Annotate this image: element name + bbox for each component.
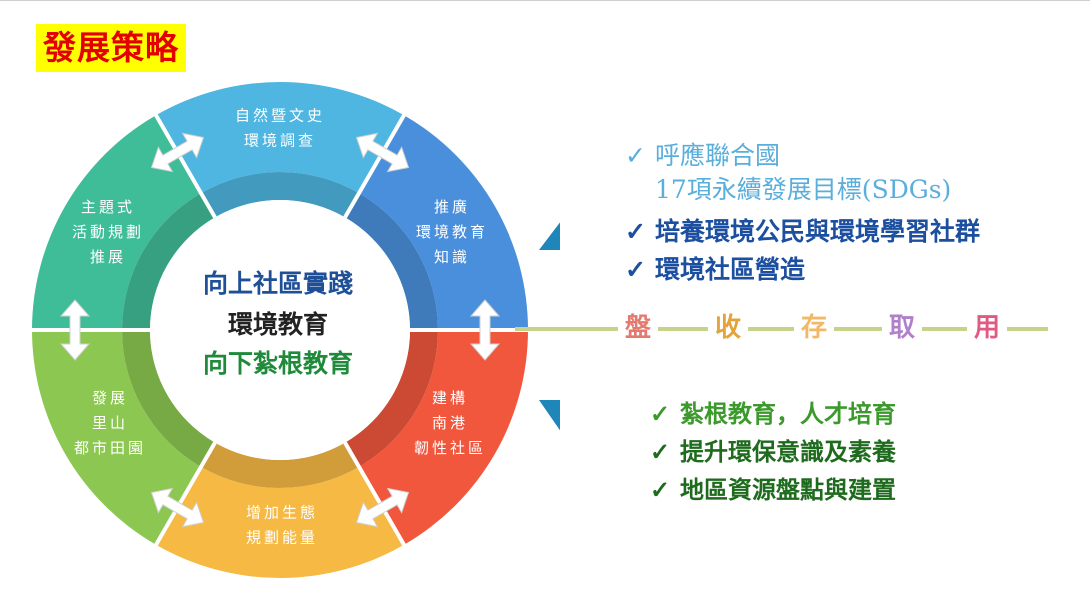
chain-step: 存 — [794, 310, 834, 346]
double-arrow-shape — [150, 132, 205, 173]
boundary-double-arrow — [355, 132, 410, 173]
boundary-double-arrow — [150, 487, 205, 528]
lower-goal-text: 地區資源盤點與建置 — [680, 475, 896, 504]
wheel-segment-label: 里山 — [92, 414, 128, 432]
wheel-segment-label: 環境調查 — [244, 132, 316, 150]
upper-goal-item-2: 17項永續發展目標(SDGs) — [655, 170, 951, 206]
chain-step: 用 — [967, 310, 1007, 346]
down-arrow — [539, 400, 560, 431]
check-icon: ✓ — [625, 255, 646, 284]
wheel-segment-label: 韌性社區 — [414, 439, 486, 457]
center-text-line-3: 向下紮根教育 — [203, 349, 353, 378]
check-icon: ✓ — [650, 399, 671, 428]
wheel-segment-label: 知識 — [434, 248, 470, 266]
lower-goal-text: 紮根教育，人才培育 — [680, 399, 896, 428]
chain-line — [515, 327, 1048, 331]
upper-goal-text: 呼應聯合國 — [655, 141, 781, 170]
lower-goal-item-1: ✓ 紮根教育，人才培育 — [650, 394, 896, 429]
double-arrow-shape — [355, 487, 410, 528]
double-arrow-shape — [469, 299, 501, 361]
wheel-segment-label: 推廣 — [434, 198, 470, 216]
wheel-inner-band-left-top — [122, 193, 215, 330]
boundary-double-arrow — [59, 299, 91, 361]
upper-goal-item-1: ✓ 呼應聯合國 — [625, 136, 780, 172]
wheel-segment-bottom — [156, 466, 404, 578]
wheel-segment-label: 增加生態 — [246, 504, 318, 522]
wheel-segment-label: 推展 — [90, 248, 126, 266]
wheel-center-disc — [150, 200, 410, 460]
wheel-segment-label: 規劃能量 — [246, 529, 318, 547]
check-icon: ✓ — [625, 217, 646, 246]
wheel-segment-label: 活動規劃 — [72, 223, 144, 241]
upper-goal-item-4: ✓ 環境社區營造 — [625, 250, 805, 286]
wheel-segment-label: 發展 — [92, 389, 128, 407]
upper-goal-text: 培養環境公民與環境學習社群 — [655, 217, 981, 246]
lower-goal-item-3: ✓ 地區資源盤點與建置 — [650, 470, 896, 505]
upper-goal-item-3: ✓ 培養環境公民與環境學習社群 — [625, 212, 980, 248]
wheel-segment-label: 自然暨文史 — [235, 107, 325, 125]
lower-goal-text: 提升環保意識及素養 — [680, 437, 896, 466]
boundary-double-arrow — [355, 487, 410, 528]
up-arrow — [539, 222, 560, 250]
check-icon: ✓ — [625, 141, 646, 170]
wheel-inner-band-top — [201, 171, 359, 218]
center-text-line-1: 向上社區實踐 — [203, 269, 353, 298]
wheel-segment-top — [156, 81, 404, 194]
double-arrow-shape — [355, 132, 410, 173]
wheel-segment-label: 南港 — [432, 414, 468, 432]
center-text-line-2: 環境教育 — [228, 310, 328, 339]
wheel-segment-label: 建構 — [432, 389, 468, 407]
top-border-line — [0, 0, 1090, 1]
upper-goal-text: 環境社區營造 — [655, 255, 806, 284]
wheel-separator — [153, 441, 217, 547]
wheel-separator — [343, 441, 407, 547]
chain-step: 盤 — [618, 310, 658, 346]
data-chain: 盤 收 存 取 用 — [515, 308, 1075, 348]
lower-goal-item-2: ✓ 提升環保意識及素養 — [650, 432, 896, 467]
wheel-separator — [153, 113, 217, 219]
boundary-double-arrow — [150, 132, 205, 173]
chain-step: 取 — [882, 310, 922, 346]
wheel-segment-label: 都市田園 — [74, 439, 146, 457]
wheel-inner-band-bottom — [201, 442, 359, 488]
strategy-wheel: 自然暨文史環境調查推廣環境教育知識建構南港韌性社區增加生態規劃能量發展里山都市田… — [31, 81, 560, 578]
check-icon: ✓ — [650, 437, 671, 466]
boundary-double-arrow — [469, 299, 501, 361]
wheel-inner-band-top-right — [345, 193, 438, 330]
wheel-segment-label: 環境教育 — [416, 223, 488, 241]
chain-step: 收 — [708, 310, 748, 346]
check-icon: ✓ — [650, 475, 671, 504]
double-arrow-shape — [59, 299, 91, 361]
wheel-inner-band-left-bottom — [122, 330, 215, 467]
wheel-segment-label: 主題式 — [81, 198, 135, 216]
upper-goal-text: 17項永續發展目標(SDGs) — [655, 175, 952, 204]
wheel-inner-band-right-bottom — [345, 330, 438, 467]
page-title: 發展策略 — [36, 24, 186, 72]
wheel-separator — [343, 113, 407, 219]
double-arrow-shape — [150, 487, 205, 528]
